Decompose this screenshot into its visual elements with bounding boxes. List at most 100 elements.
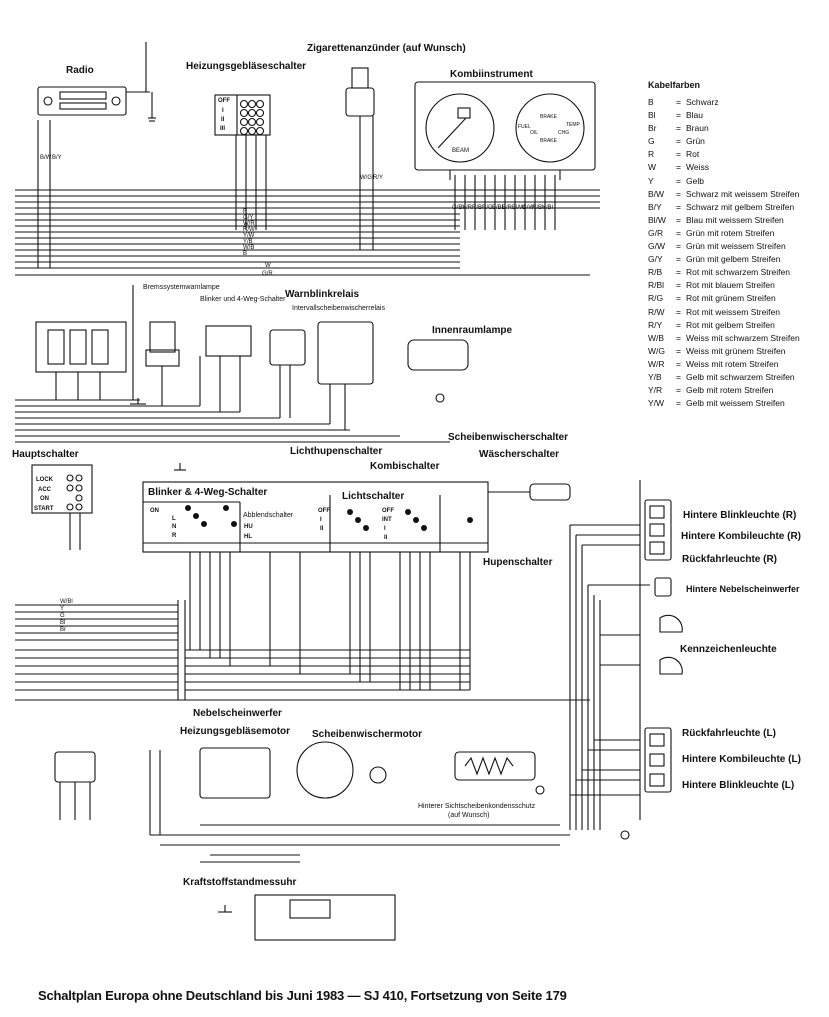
legend-color: Gelb mit rotem Streifen — [686, 385, 774, 396]
legend-row: W/G=Weiss mit grünem Streifen — [648, 345, 829, 358]
legend-equals: = — [676, 175, 681, 186]
wire-code-label: G — [60, 613, 65, 619]
light-pos: II — [320, 526, 324, 532]
label-washer-switch: Wäscherschalter — [479, 449, 560, 460]
wire-code-label: B/Bl — [492, 205, 503, 211]
legend-code: W/R — [648, 358, 665, 369]
label-hazard-relay: Warnblinkrelais — [285, 289, 360, 300]
legend-code: G — [648, 136, 655, 147]
legend-row: B=Schwarz — [648, 96, 829, 109]
wiper-pos: INT — [382, 517, 392, 523]
legend-color: Blau — [686, 110, 704, 121]
legend-color: Grün mit rotem Streifen — [686, 227, 775, 238]
cigarette-lighter-symbol — [345, 67, 375, 150]
label-flash-switch: Lichthupenschalter — [290, 446, 383, 457]
harness-trunk — [15, 120, 600, 276]
legend-color: Gelb mit schwarzem Streifen — [686, 371, 795, 382]
legend-code: Br — [648, 123, 657, 134]
light-pos: OFF — [318, 508, 330, 514]
wire-code-label: B/W — [40, 155, 52, 161]
label-blinker-4way-switch: Blinker und 4-Weg-Schalter — [200, 296, 286, 303]
label-reverse-r: Rückfahrleuchte (R) — [682, 554, 778, 565]
wire-code-label: R/G — [482, 205, 493, 211]
label-license-lamp: Kennzeichenleuchte — [680, 644, 777, 655]
wire-code-label: R/Y — [373, 175, 383, 181]
dimmer-positions: HU HL — [244, 524, 253, 540]
legend-row: G=Grün — [648, 135, 829, 148]
gauge-label-brake-top: BRAKE — [540, 114, 558, 120]
legend-color: Rot mit weissem Streifen — [686, 306, 780, 317]
wire-code-label: R/Bl — [532, 205, 543, 211]
legend-code: W/B — [648, 332, 665, 343]
dimmer-pos: HU — [244, 524, 253, 530]
legend-color: Blau mit weissem Streifen — [686, 214, 784, 225]
legend-code: R/W — [648, 306, 665, 317]
label-interval-wiper-relay: Intervallscheibenwischerrelais — [292, 305, 385, 312]
heater-pos: OFF — [218, 98, 230, 104]
legend-code: R/Y — [648, 319, 663, 330]
wiper-pos: II — [384, 535, 388, 541]
legend-row: R/G=Rot mit grünem Streifen — [648, 292, 829, 305]
legend-row: G/R=Grün mit rotem Streifen — [648, 227, 829, 240]
wire-code-label: W/B — [243, 245, 254, 251]
wiper-pos: I — [384, 526, 386, 532]
legend-row: R/B=Rot mit schwarzem Streifen — [648, 266, 829, 279]
legend-color: Schwarz — [686, 97, 719, 107]
legend-row: Y/B=Gelb mit schwarzem Streifen — [648, 371, 829, 384]
legend-equals: = — [676, 110, 681, 121]
legend-row: Bl=Blau — [648, 109, 829, 122]
label-cigarette-lighter: Zigarettenanzünder (auf Wunsch) — [307, 43, 466, 54]
legend-equals: = — [676, 188, 681, 199]
label-reverse-l: Rückfahrleuchte (L) — [682, 728, 776, 739]
legend-row: Bl/W=Blau mit weissem Streifen — [648, 214, 829, 227]
heater-switch-symbol — [214, 94, 271, 136]
heater-pos: III — [220, 126, 225, 132]
legend-color: Rot mit grünem Streifen — [686, 293, 776, 304]
legend-color: Schwarz mit gelbem Streifen — [686, 201, 795, 212]
legend-color: Rot mit gelbem Streifen — [686, 319, 775, 330]
wire-code-label: Y/Bl — [542, 205, 553, 211]
ignition-pos: START — [34, 506, 54, 512]
legend-equals: = — [676, 306, 681, 317]
legend-row: Y/W=Gelb mit weissem Streifen — [648, 397, 829, 410]
label-brake-warning-lamp: Bremssystemwarnlampe — [143, 284, 220, 291]
label-fuel-gauge: Kraftstoffstandmessuhr — [183, 877, 297, 888]
wire-code-label: B/R — [502, 205, 513, 211]
legend-equals: = — [676, 149, 681, 160]
legend-code: R/B — [648, 267, 663, 278]
label-instrument-cluster: Kombiinstrument — [450, 69, 533, 80]
label-interior-lamp: Innenraumlampe — [432, 325, 513, 336]
ignition-pos: ACC — [38, 487, 52, 493]
light-pos: I — [320, 517, 322, 523]
label-rear-blinker-l: Hintere Blinkleuchte (L) — [682, 780, 795, 791]
legend-row: R/W = Rot mit weissem Streifen — [648, 306, 829, 319]
legend-color: Weiss mit schwarzem Streifen — [686, 332, 800, 343]
legend-equals: = — [676, 358, 681, 369]
label-rear-defogger-note: (auf Wunsch) — [448, 812, 490, 819]
relay-symbols — [145, 321, 469, 403]
wire-code-label: B/Y — [52, 155, 62, 161]
gauge-label-chg: CHG — [558, 130, 569, 136]
instrument-cluster-symbol — [414, 81, 596, 180]
legend-code: R/Bl — [648, 280, 665, 291]
legend-row: Y/R=Gelb mit rotem Streifen — [648, 384, 829, 397]
fuse-block-symbol — [35, 321, 127, 400]
legend-color: Grün mit weissem Streifen — [686, 241, 786, 252]
wire-code-label: R — [243, 209, 248, 215]
legend-equals: = — [676, 398, 681, 409]
wire-code-label: W/G — [360, 175, 372, 181]
wiper-positions: OFF INT I II — [382, 508, 394, 541]
rear-lamp-symbols — [644, 499, 683, 793]
legend-equals: = — [676, 319, 681, 330]
legend-row: W/B=Weiss mit schwarzem Streifen — [648, 332, 829, 345]
legend-code: Y/W — [648, 398, 665, 409]
legend-row: B/W=Schwarz mit weissem Streifen — [648, 188, 829, 201]
legend-code: B — [648, 97, 654, 107]
gauge-label-brake-bottom: BRAKE — [540, 138, 558, 144]
label-dimmer-switch: Abblendschalter — [243, 512, 294, 519]
label-fog-lamp: Nebelscheinwerfer — [193, 708, 282, 719]
ignition-pos: LOCK — [36, 477, 54, 483]
